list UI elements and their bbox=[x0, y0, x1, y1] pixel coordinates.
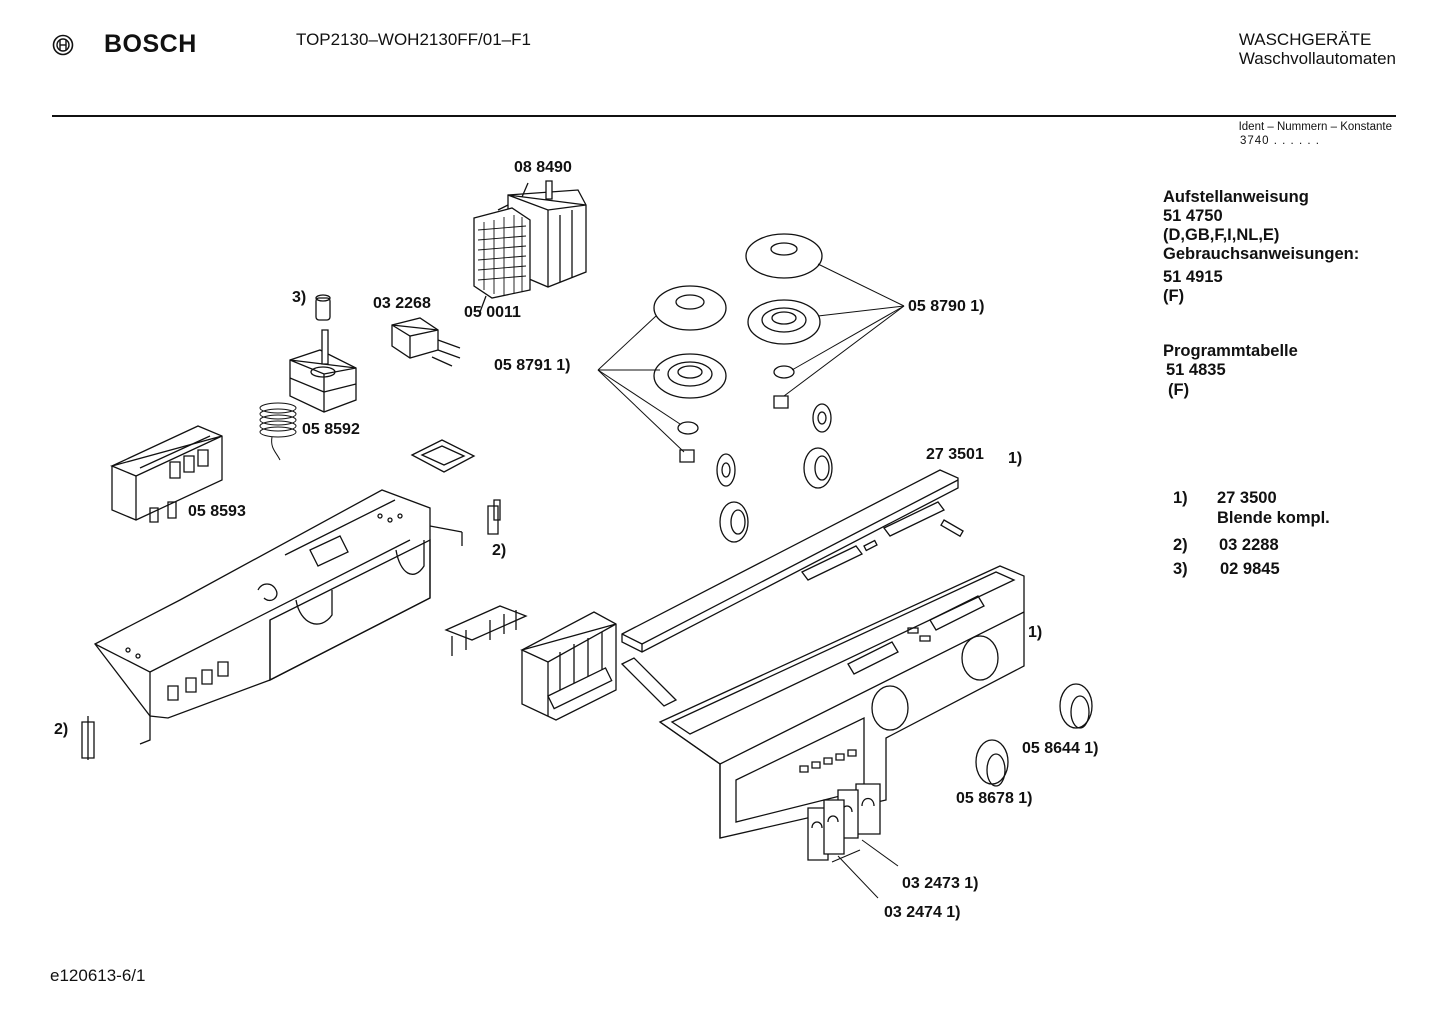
note-3-number: 02 9845 bbox=[1220, 560, 1280, 578]
part-switch-block bbox=[522, 612, 616, 720]
part-058678-knob bbox=[976, 740, 1008, 786]
part-058790-disc-middle bbox=[748, 300, 820, 344]
label-050011: 05 0011 bbox=[464, 304, 521, 321]
leader-lines bbox=[598, 264, 904, 898]
part-058644-knob bbox=[1060, 684, 1092, 728]
part-clip-spring-2 bbox=[774, 366, 794, 408]
label-1-ref-panel: 1) bbox=[1028, 624, 1043, 641]
label-3-ref: 3) bbox=[292, 289, 307, 306]
part-058790-disc-top bbox=[746, 234, 822, 278]
label-058791: 05 8791 1) bbox=[494, 357, 571, 374]
label-032474: 03 2474 1) bbox=[884, 904, 961, 921]
label-273501: 27 3501 bbox=[926, 446, 984, 463]
part-gear-1 bbox=[717, 454, 735, 486]
brand-name: BOSCH bbox=[104, 30, 197, 58]
header-divider bbox=[52, 115, 1396, 117]
label-058593: 05 8593 bbox=[188, 503, 246, 520]
part-2-clip-lower bbox=[82, 716, 94, 760]
part-bearing-ring-2 bbox=[804, 448, 832, 488]
label-058790: 05 8790 1) bbox=[908, 298, 985, 315]
label-273501-ref: 1) bbox=[1008, 450, 1023, 467]
label-088490: 08 8490 bbox=[514, 159, 572, 176]
note-1-number: 27 3500 bbox=[1217, 489, 1277, 507]
label-032268: 03 2268 bbox=[373, 295, 431, 312]
note-2-key: 2) bbox=[1173, 536, 1188, 554]
part-032474-cam-block bbox=[808, 800, 844, 860]
part-058592-spring-coil bbox=[260, 403, 296, 460]
note-2-number: 03 2288 bbox=[1219, 536, 1279, 554]
bosch-logo-icon bbox=[52, 34, 74, 56]
part-frame-bracket bbox=[412, 440, 474, 472]
part-032268-connector bbox=[392, 318, 460, 366]
part-front-fascia-panel bbox=[660, 566, 1024, 838]
part-clip-spring-1 bbox=[678, 422, 698, 462]
part-058791-disc-lower bbox=[654, 354, 726, 398]
program-languages: (F) bbox=[1168, 381, 1190, 399]
part-050011-grid-filter bbox=[474, 208, 530, 312]
program-title: Programmtabelle bbox=[1163, 342, 1298, 360]
category-subtitle: Waschvollautomaten bbox=[1238, 49, 1396, 68]
note-1-text: Blende kompl. bbox=[1217, 509, 1330, 527]
category-block: WASCHGERÄTE Waschvollautomaten bbox=[1239, 30, 1396, 68]
part-2-clip-upper bbox=[488, 500, 500, 534]
part-058592-drive-motor bbox=[290, 330, 356, 412]
label-2-ref-upper: 2) bbox=[492, 542, 507, 559]
setup-title: Aufstellanweisung bbox=[1163, 188, 1309, 206]
part-058593-circuit-board bbox=[112, 426, 222, 522]
usage-number: 51 4915 bbox=[1163, 268, 1223, 286]
program-number: 51 4835 bbox=[1166, 361, 1226, 379]
part-bearing-ring-1 bbox=[720, 502, 748, 542]
setup-languages: (D,GB,F,I,NL,E) bbox=[1163, 226, 1280, 244]
setup-number: 51 4750 bbox=[1163, 207, 1223, 225]
label-058644: 05 8644 1) bbox=[1022, 740, 1099, 757]
part-gear-2 bbox=[813, 404, 831, 432]
usage-title: Gebrauchsanweisungen: bbox=[1163, 245, 1360, 263]
label-058678: 05 8678 1) bbox=[956, 790, 1033, 807]
part-273501-cover-plate bbox=[622, 470, 963, 706]
ident-value: 3740 . . . . . . bbox=[1240, 135, 1320, 147]
document-code: e120613-6/1 bbox=[50, 966, 146, 985]
label-2-ref-lower: 2) bbox=[54, 721, 69, 738]
note-1-key: 1) bbox=[1173, 489, 1188, 507]
part-058791-disc-upper bbox=[654, 286, 726, 330]
model-number: TOP2130–WOH2130FF/01–F1 bbox=[296, 30, 531, 49]
usage-languages: (F) bbox=[1163, 287, 1185, 305]
category-title: WASCHGERÄTE bbox=[1238, 30, 1372, 49]
note-3-key: 3) bbox=[1173, 560, 1188, 578]
part-3-cylinder bbox=[316, 295, 330, 320]
part-contact-comb bbox=[446, 606, 526, 656]
label-058592: 05 8592 bbox=[302, 421, 360, 438]
label-032473: 03 2473 1) bbox=[902, 875, 979, 892]
part-control-chassis bbox=[95, 490, 462, 744]
ident-label: Ident – Nummern – Konstante bbox=[1238, 121, 1392, 133]
